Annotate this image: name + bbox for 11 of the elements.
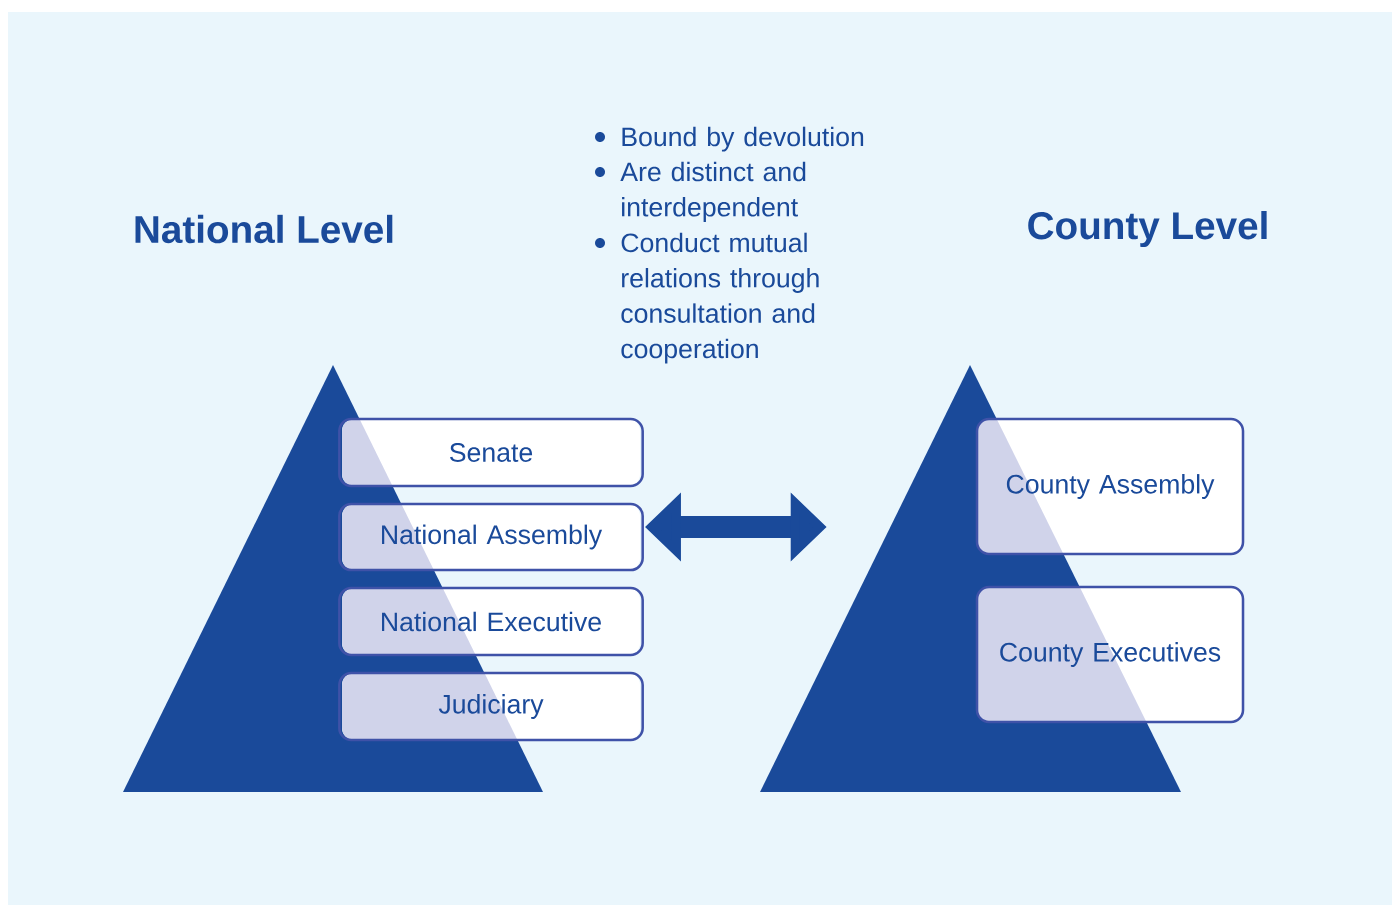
label-box: National Assembly <box>338 502 644 572</box>
bullet-text: Bound by devolution <box>622 126 864 152</box>
level-heading: County Level <box>1028 211 1267 248</box>
bullet-text: Are distinct and interdependent <box>620 161 806 222</box>
label-box: National Executive <box>338 586 644 657</box>
label-box: County Assembly <box>975 417 1245 556</box>
label-box: Senate <box>338 417 644 488</box>
label-box: Judiciary <box>338 671 644 742</box>
bullet-text: Conduct mutual relations through consultation and cooperation <box>621 232 819 364</box>
label-box: County Executives <box>975 585 1245 724</box>
level-heading: National Level <box>135 214 393 244</box>
